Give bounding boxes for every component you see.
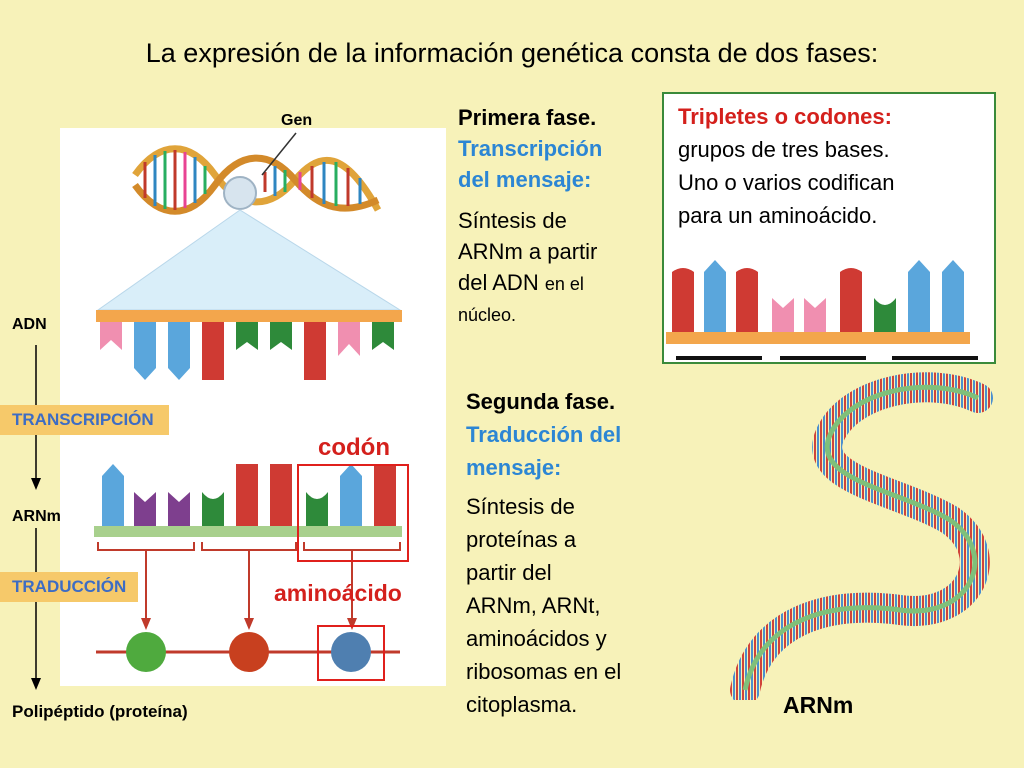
primera-fase-body2: ARNm a partir [458,239,598,264]
aminoacido-label: aminoácido [274,580,402,606]
segunda-fase-body3: ARNm, ARNt, [466,593,601,618]
tripletes-box: Tripletes o codones: grupos de tres base… [662,92,996,364]
amino-acid-red [229,632,269,672]
segunda-fase-heading: Segunda fase. [466,389,616,414]
primera-fase-body1: Síntesis de [458,208,567,233]
dna-strand [96,310,402,322]
primera-fase-block: Primera fase. Transcripción del mensaje:… [458,102,658,331]
aminoacid-highlight-box [317,625,385,681]
primera-fase-body3-main: del ADN [458,270,539,295]
segunda-fase-body5: ribosomas en el [466,659,622,684]
codon-label: codón [318,434,390,461]
expansion-cone [96,209,402,311]
primera-fase-sub1: Transcripción [458,136,603,161]
amino-acid-green [126,632,166,672]
segunda-fase-body6: citoplasma. [466,692,578,717]
adn-label: ADN [12,316,47,333]
codon-brackets [97,542,401,620]
codon-highlight-box [297,464,409,562]
segunda-fase-sub1: Traducción del [466,422,622,447]
primera-fase-body3: del ADN en el [458,267,658,300]
segunda-fase-body0: Síntesis de [466,494,575,519]
triplet-bases [666,260,978,360]
primera-fase-sub2: del mensaje: [458,167,592,192]
dna-bases [100,322,394,380]
segunda-fase-sub2: mensaje: [466,455,562,480]
tripletes-line3: para un aminoácido. [678,203,878,228]
segunda-fase-body1: proteínas a [466,527,577,552]
primera-fase-heading: Primera fase. [458,105,597,130]
traduccion-label: TRADUCCIÓN [0,572,139,602]
page-title: La expresión de la información genética … [145,38,879,68]
primera-fase-body3-small: en el [544,274,584,294]
tripletes-line1: grupos de tres bases. [678,137,890,162]
mrna-strand [94,526,402,537]
gen-label: Gen [281,112,313,129]
mrna-bases [102,464,396,526]
polipeptido-label: Polipéptido (proteína) [12,702,188,721]
mrna-strand-illustration [730,372,993,700]
segunda-fase-body2: partir del [466,560,552,585]
segunda-fase-block: Segunda fase. Traducción del mensaje: Sí… [466,385,686,721]
tripletes-line2: Uno o varios codifican [678,170,895,195]
arnm-label-left: ARNm [12,508,61,525]
arnm-bottom-label: ARNm [783,692,854,718]
primera-fase-body4: núcleo. [458,305,517,325]
dna-helix [132,132,382,215]
amino-acid-blue [331,632,371,672]
transcription-diagram [31,132,409,690]
tripletes-heading: Tripletes o codones: [678,104,892,129]
segunda-fase-body4: aminoácidos y [466,626,607,651]
transcripcion-label: TRANSCRIPCIÓN [0,405,169,435]
